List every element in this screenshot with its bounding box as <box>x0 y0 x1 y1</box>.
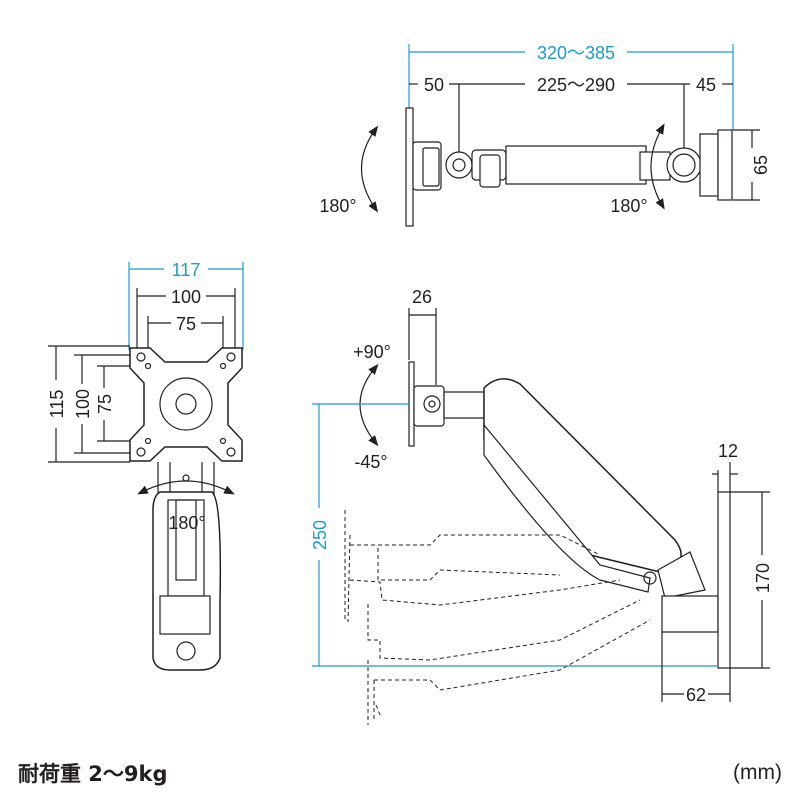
top-view: 320～385 50 225～290 45 65 18 <box>319 43 771 227</box>
base-depth-label: 62 <box>686 685 706 705</box>
tilt-up-label: +90° <box>353 342 391 362</box>
dashed-positions <box>344 510 651 725</box>
overall-width-dimension <box>408 44 734 130</box>
rotate-right-label: 180° <box>610 196 647 216</box>
height-range-label: 250 <box>310 520 330 550</box>
vesa-rotate-label: 180° <box>168 513 205 533</box>
top-arm <box>505 145 647 185</box>
height-range-dimension <box>312 403 718 667</box>
side-view: 26 +90° -45° <box>310 287 773 725</box>
right-offset-label: 45 <box>696 75 716 95</box>
tilt-arrow-icon <box>359 363 379 447</box>
plate-height-label: 170 <box>753 563 773 593</box>
vesa-height-75-label: 75 <box>95 394 115 414</box>
rotate-left-label: 180° <box>319 196 356 216</box>
plate-depth-label: 26 <box>412 287 432 307</box>
vesa-width-75-label: 75 <box>176 314 196 334</box>
monitor-plate-top <box>405 107 414 227</box>
wall-plate-side <box>717 491 731 669</box>
plate-thickness-label: 12 <box>718 441 738 461</box>
vesa-outer-height-label: 115 <box>47 390 67 419</box>
arm-range-label: 225～290 <box>537 75 615 95</box>
left-offset-label: 50 <box>424 75 444 95</box>
vesa-height-100-label: 100 <box>73 389 93 419</box>
vesa-view: 117 100 75 115 100 75 <box>47 260 244 671</box>
load-capacity-note: 耐荷重 2～9kg <box>18 762 168 786</box>
wall-plate-top <box>717 129 733 201</box>
vesa-rotate-arrow-icon <box>137 480 235 495</box>
unit-label: (mm) <box>733 761 782 784</box>
rotate-arrow-right-icon <box>650 123 665 210</box>
overall-width-label: 320～385 <box>537 43 615 63</box>
mount-height-label: 65 <box>751 155 771 175</box>
vesa-plate <box>129 347 243 462</box>
tilt-down-label: -45° <box>354 452 387 472</box>
vesa-width-100-label: 100 <box>171 287 201 307</box>
vesa-outer-width-label: 117 <box>172 260 201 280</box>
rotate-arrow-left-icon <box>360 125 379 213</box>
